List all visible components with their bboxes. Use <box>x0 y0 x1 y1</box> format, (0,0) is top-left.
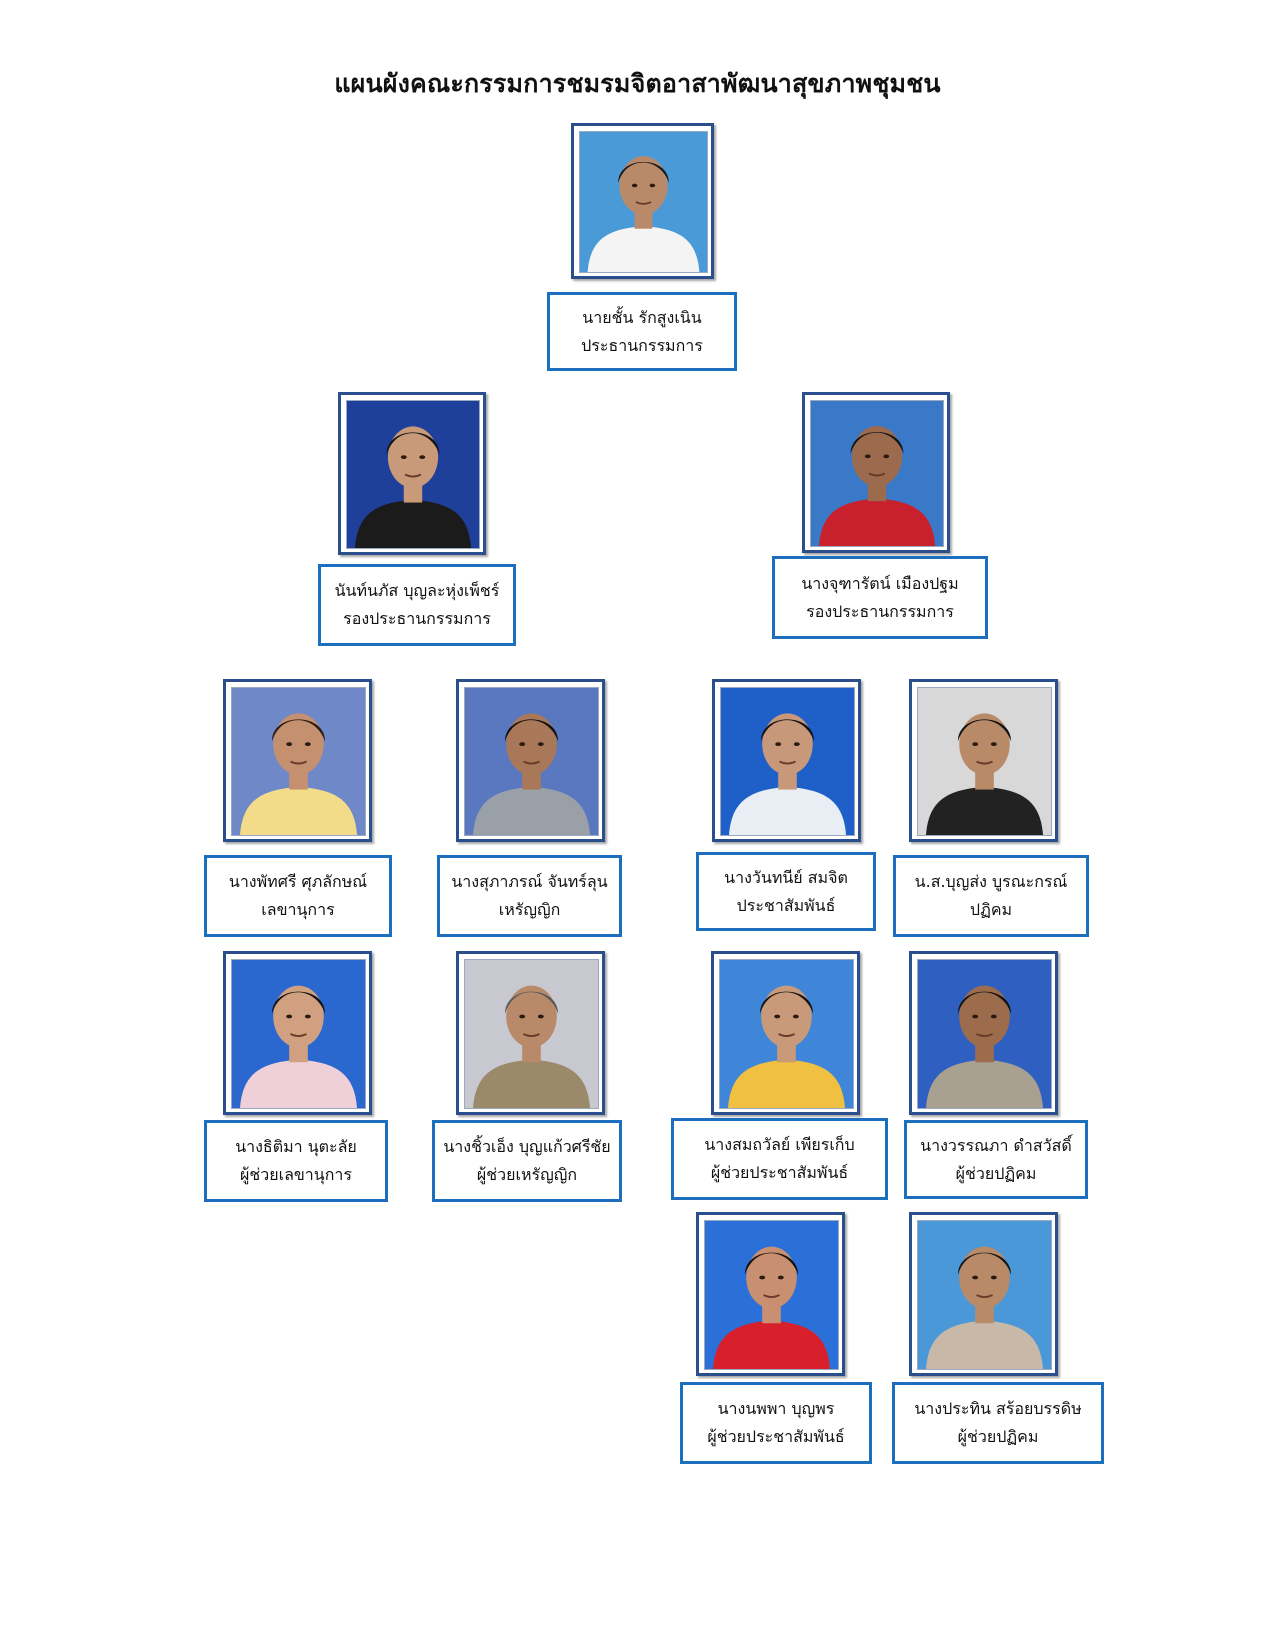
member-namebox-10: นางวรรณภา ดำสวัสดิ์ ผู้ช่วยปฏิคม <box>904 1120 1088 1199</box>
portrait-photo-icon <box>346 400 480 549</box>
member-role: ผู้ช่วยประชาสัมพันธ์ <box>710 1163 849 1182</box>
member-namebox-11: นางนพพา บุญพร ผู้ช่วยประชาสัมพันธ์ <box>680 1382 872 1464</box>
member-name: นางสมถวัลย์ เพียรเก็บ <box>704 1135 855 1154</box>
member-name: นางประทิน สร้อยบรรดิษ <box>914 1399 1082 1418</box>
chart-title: แผนผังคณะกรรมการชมรมจิตอาสาพัฒนาสุขภาพชุ… <box>334 69 941 98</box>
portrait-photo-icon <box>579 131 708 273</box>
member-role: ผู้ช่วยประชาสัมพันธ์ <box>707 1427 845 1446</box>
member-photo-9 <box>711 951 860 1115</box>
portrait-photo-icon <box>719 959 854 1109</box>
member-name: นางชิ้วเอ็ง บุญแก้วศรีชัย <box>443 1137 611 1156</box>
member-namebox-2: นางจุฑารัตน์ เมืองปฐม รองประธานกรรมการ <box>772 556 988 639</box>
member-namebox-9: นางสมถวัลย์ เพียรเก็บ ผู้ช่วยประชาสัมพัน… <box>671 1118 888 1200</box>
member-namebox-1: นันท์นภัส บุญละหุ่งเพ็ชร์ รองประธานกรรมก… <box>318 564 516 646</box>
member-name: นางพัทศรี ศุภลักษณ์ <box>228 872 368 891</box>
member-namebox-7: นางธิติมา นุตะลัย ผู้ช่วยเลขานุการ <box>204 1120 388 1202</box>
member-role: ผู้ช่วยปฏิคม <box>957 1427 1039 1446</box>
member-namebox-5: นางวันทนีย์ สมจิต ประชาสัมพันธ์ <box>696 852 876 931</box>
member-name: นางธิติมา นุตะลัย <box>235 1137 357 1156</box>
member-role: รองประธานกรรมการ <box>343 609 491 628</box>
member-photo-12 <box>909 1212 1058 1376</box>
member-photo-1 <box>338 392 486 555</box>
member-role: ปฏิคม <box>969 900 1013 919</box>
portrait-photo-icon <box>917 959 1052 1109</box>
member-name: นางนพพา บุญพร <box>717 1399 835 1418</box>
member-photo-3 <box>223 679 372 842</box>
member-namebox-8: นางชิ้วเอ็ง บุญแก้วศรีชัย ผู้ช่วยเหรัญญิ… <box>432 1120 622 1202</box>
member-namebox-6: น.ส.บุญส่ง บูรณะกรณ์ ปฏิคม <box>893 855 1089 937</box>
member-name: นายชั้น รักสูงเนิน <box>582 307 702 327</box>
member-role: ประธานกรรมการ <box>581 335 703 355</box>
member-name: นางสุภาภรณ์ จันทร์ลุน <box>451 872 608 891</box>
member-photo-2 <box>802 392 950 553</box>
portrait-photo-icon <box>231 959 366 1109</box>
portrait-photo-icon <box>917 687 1052 836</box>
member-photo-10 <box>909 951 1058 1115</box>
member-namebox-4: นางสุภาภรณ์ จันทร์ลุน เหรัญญิก <box>437 855 622 937</box>
member-role: รองประธานกรรมการ <box>806 601 954 621</box>
member-role: ผู้ช่วยเหรัญญิก <box>476 1165 578 1184</box>
member-photo-0 <box>571 123 714 279</box>
member-role: ผู้ช่วยเลขานุการ <box>240 1165 352 1184</box>
member-namebox-3: นางพัทศรี ศุภลักษณ์ เลขานุการ <box>204 855 392 937</box>
member-name: นางวันทนีย์ สมจิต <box>724 867 848 887</box>
portrait-photo-icon <box>704 1220 839 1370</box>
member-role: เลขานุการ <box>261 900 335 919</box>
member-role: ผู้ช่วยปฏิคม <box>955 1163 1037 1183</box>
member-name: นางวรรณภา ดำสวัสดิ์ <box>920 1135 1072 1155</box>
portrait-photo-icon <box>917 1220 1052 1370</box>
portrait-photo-icon <box>720 687 855 836</box>
member-photo-4 <box>456 679 605 842</box>
portrait-photo-icon <box>464 959 599 1109</box>
member-photo-11 <box>696 1212 845 1376</box>
member-photo-5 <box>712 679 861 842</box>
member-role: ประชาสัมพันธ์ <box>736 895 836 915</box>
member-photo-8 <box>456 951 605 1115</box>
portrait-photo-icon <box>231 687 366 836</box>
member-photo-6 <box>909 679 1058 842</box>
portrait-photo-icon <box>810 400 944 547</box>
member-name: นันท์นภัส บุญละหุ่งเพ็ชร์ <box>334 581 500 600</box>
member-namebox-0: นายชั้น รักสูงเนิน ประธานกรรมการ <box>547 292 737 371</box>
member-name: นางจุฑารัตน์ เมืองปฐม <box>801 573 959 593</box>
portrait-photo-icon <box>464 687 599 836</box>
member-role: เหรัญญิก <box>498 900 561 919</box>
member-name: น.ส.บุญส่ง บูรณะกรณ์ <box>914 872 1068 891</box>
member-namebox-12: นางประทิน สร้อยบรรดิษ ผู้ช่วยปฏิคม <box>892 1382 1104 1464</box>
member-photo-7 <box>223 951 372 1115</box>
